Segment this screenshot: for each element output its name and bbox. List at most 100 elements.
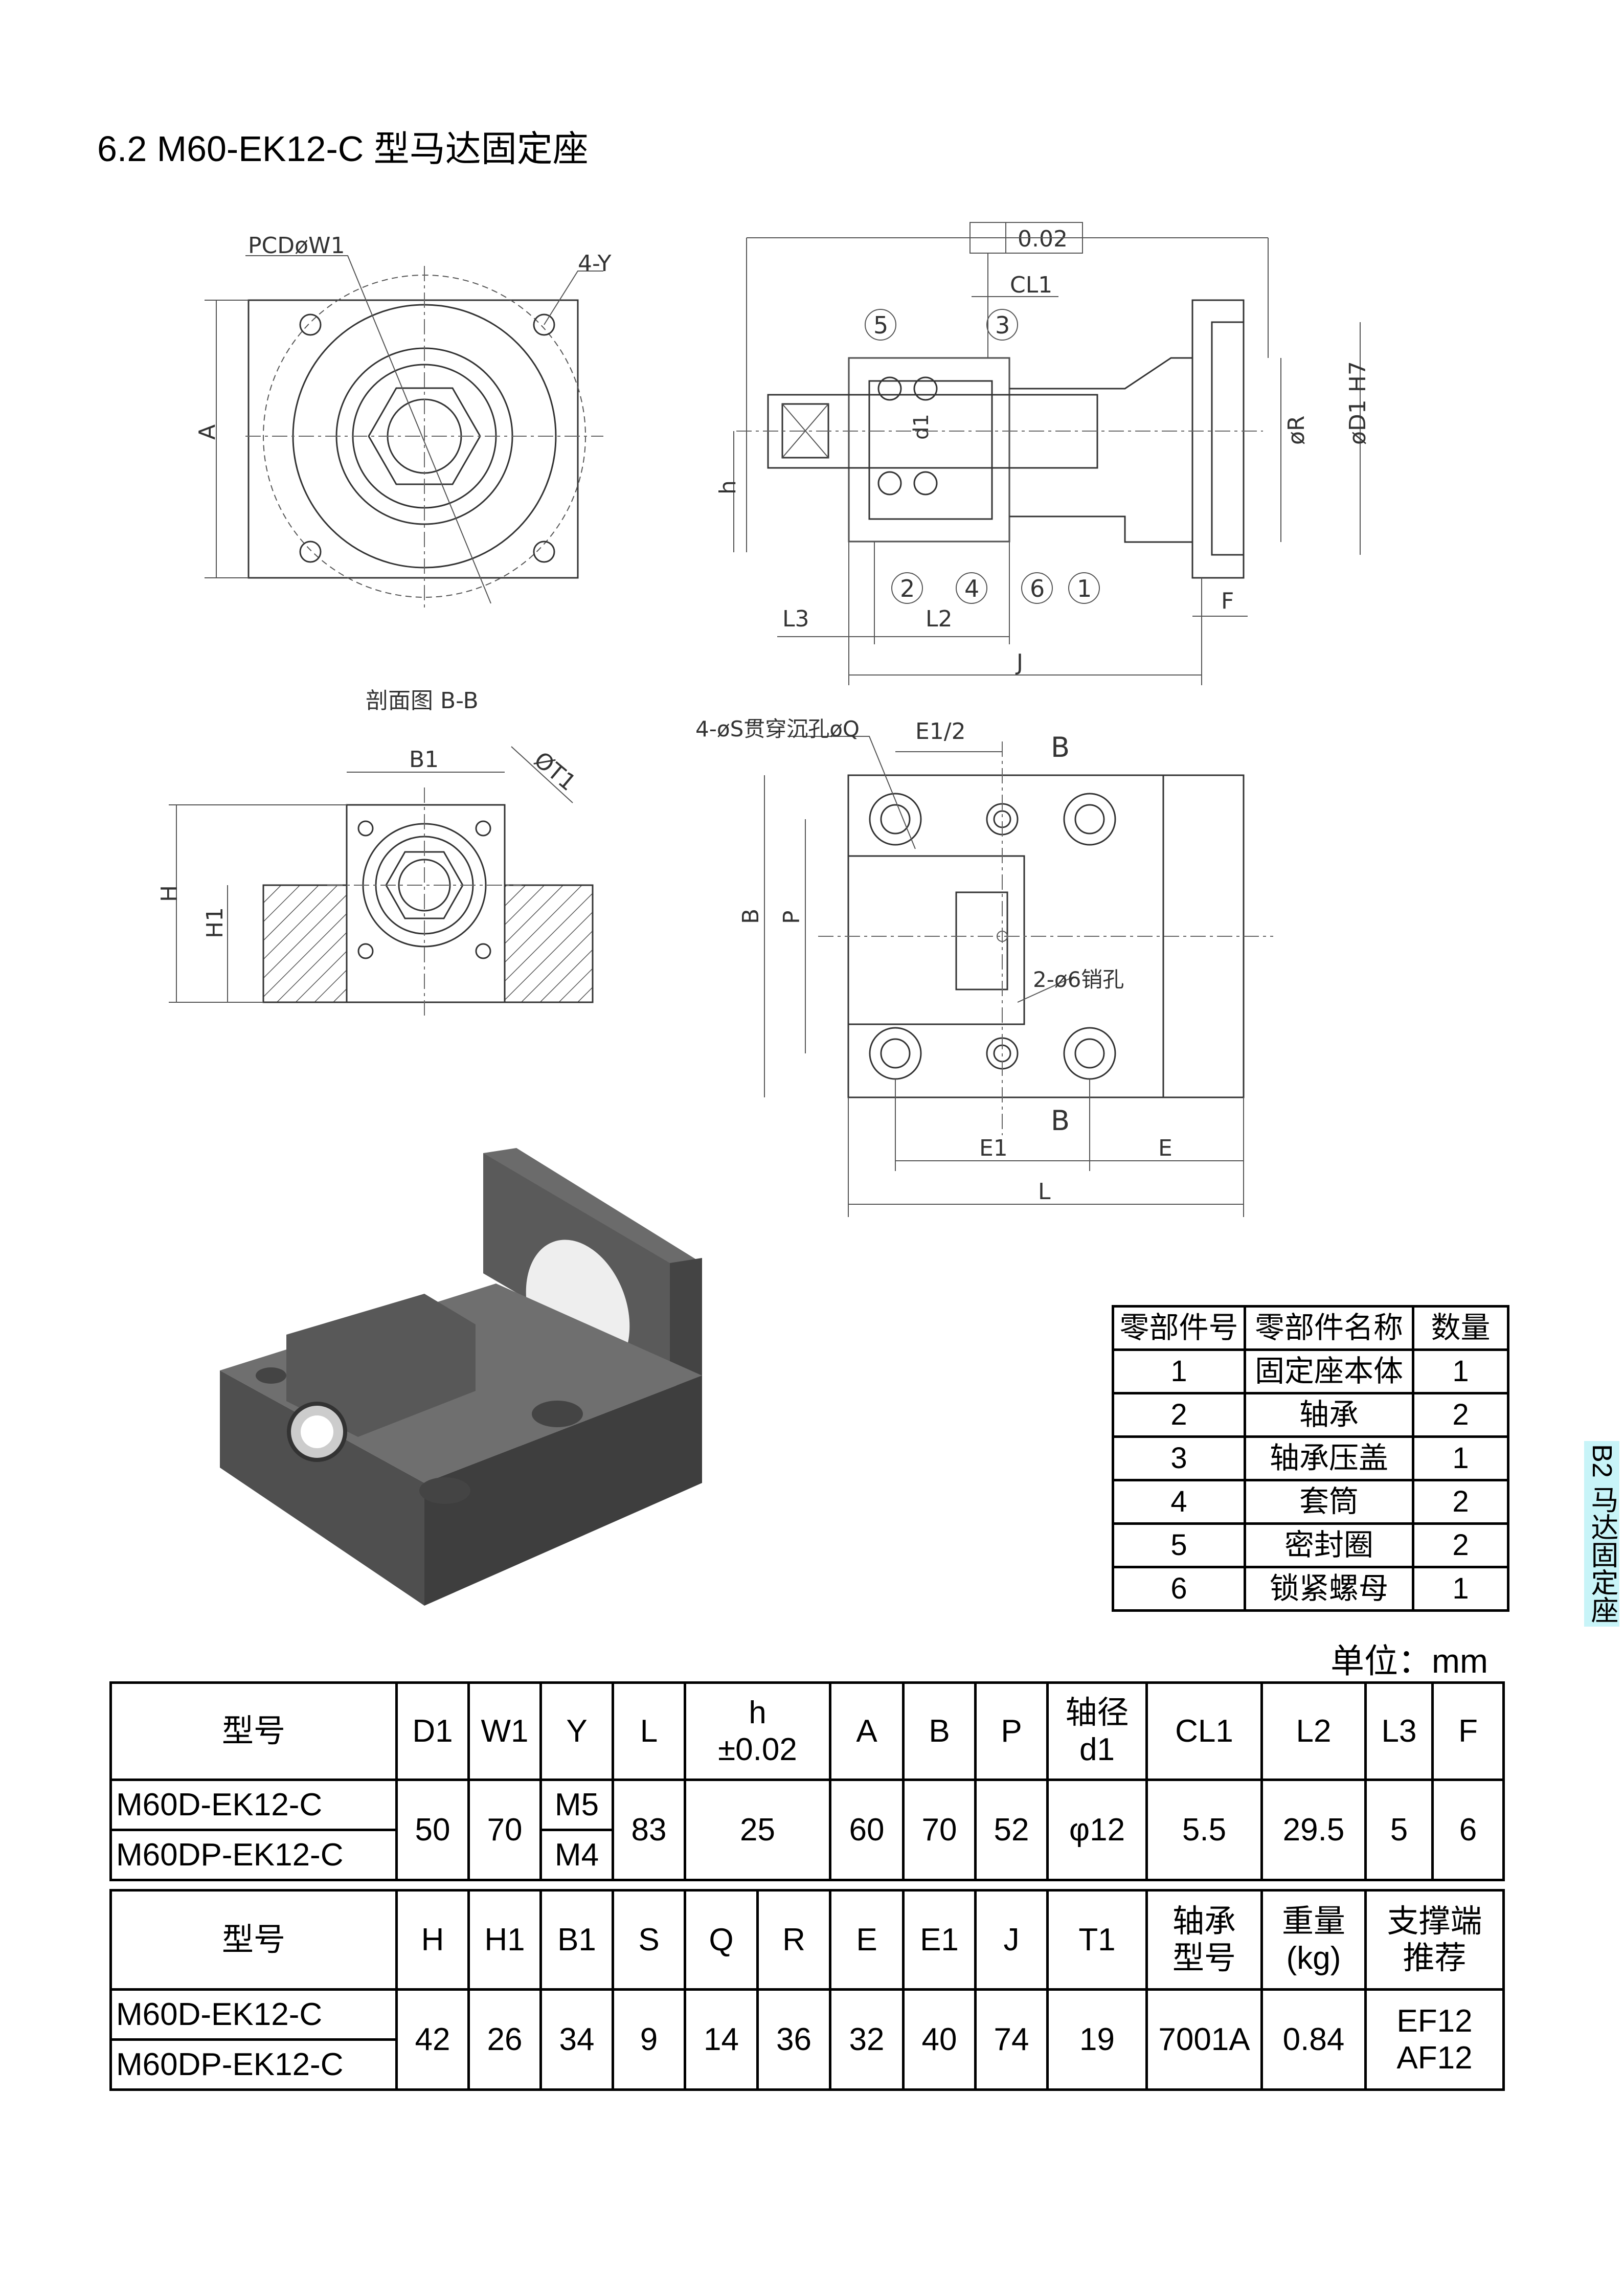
header-h1: H1 — [467, 1889, 542, 1991]
y-value: M4 — [539, 1829, 614, 1881]
part-name: 密封圈 — [1244, 1522, 1414, 1568]
header-support-l2: 推荐 — [1403, 1940, 1467, 1976]
flatness-value: 0.02 — [1018, 226, 1068, 252]
d1-shaft-value: φ12 — [1046, 1779, 1148, 1881]
section-mark-top: B — [1051, 731, 1070, 763]
header-d1: D1 — [395, 1681, 470, 1781]
model-name: M60D-EK12-C — [109, 1988, 398, 2041]
part-qty: 2 — [1412, 1392, 1509, 1438]
header-bearing: 轴承型号 — [1145, 1889, 1263, 1991]
section-bb-drawing: 剖面图 B-B B1 ØT1 H H1 — [156, 688, 594, 1018]
header-t1: T1 — [1046, 1889, 1148, 1991]
callout-2: 2 — [900, 575, 915, 602]
part-qty: 1 — [1412, 1566, 1509, 1612]
l-label: L — [1038, 1179, 1051, 1205]
h1-label: H1 — [202, 907, 228, 938]
section-mark-bottom: B — [1051, 1105, 1070, 1137]
e1-label: E1 — [979, 1135, 1008, 1161]
callout-1: 1 — [1077, 575, 1092, 602]
table-header-row: 型号 H H1 B1 S Q R E E1 J T1 轴承型号 重量(kg) 支… — [109, 1889, 1505, 1991]
part-name: 锁紧螺母 — [1244, 1566, 1414, 1612]
r-value: 36 — [756, 1988, 831, 2091]
e1-half-label: E1/2 — [915, 718, 966, 745]
header-s: S — [612, 1889, 686, 1991]
header-q: Q — [684, 1889, 759, 1991]
b1-label: B1 — [409, 747, 439, 773]
h-value: 42 — [395, 1988, 470, 2091]
header-e1: E1 — [902, 1889, 977, 1991]
b-value: 70 — [902, 1779, 977, 1881]
header-h-tolerance: ±0.02 — [718, 1731, 797, 1767]
support-value-2: AF12 — [1396, 2040, 1473, 2076]
h-value: 25 — [684, 1779, 831, 1881]
h1-value: 26 — [467, 1988, 542, 2091]
h-label: h — [715, 480, 741, 494]
part-name: 轴承 — [1244, 1392, 1414, 1438]
table-row: M60DP-EK12-C M4 — [109, 1829, 1504, 1881]
p-value: 52 — [974, 1779, 1049, 1881]
t1-value: 19 — [1046, 1988, 1148, 2091]
callout-5: 5 — [873, 311, 888, 339]
part-name: 轴承压盖 — [1244, 1435, 1414, 1481]
header-part-no: 零部件号 — [1112, 1305, 1246, 1351]
bearing-value: 7001A — [1145, 1988, 1263, 2091]
part-qty: 2 — [1412, 1479, 1509, 1525]
e-label: E — [1158, 1135, 1172, 1161]
header-a: A — [829, 1681, 905, 1781]
l3-label: L3 — [782, 606, 809, 632]
table-row: M60D-EK12-C 42 26 34 9 14 36 32 40 74 19… — [109, 1988, 1505, 2091]
part-no: 1 — [1112, 1348, 1246, 1394]
header-weight-l1: 重量 — [1281, 1904, 1345, 1940]
header-l3: L3 — [1364, 1681, 1434, 1781]
j-label: J — [1015, 649, 1023, 676]
part-name: 套筒 — [1244, 1479, 1414, 1525]
part-no: 6 — [1112, 1566, 1246, 1612]
a-value: 60 — [829, 1779, 905, 1881]
l2-label: L2 — [926, 606, 953, 632]
product-3d-render — [220, 1148, 702, 1606]
d1h7-label: øD1 H7 — [1345, 361, 1371, 445]
technical-drawings: PCDøW1 4-Y A 0.02 CL1 øR øD1 H7 d1 h 5 3… — [156, 222, 1371, 1606]
callout-4: 4 — [964, 575, 979, 602]
section-label: 剖面图 B-B — [366, 688, 479, 714]
l2-value: 29.5 — [1260, 1779, 1367, 1881]
w1-value: 70 — [467, 1779, 542, 1881]
cl1-value: 5.5 — [1145, 1779, 1263, 1881]
part-no: 3 — [1112, 1435, 1246, 1481]
r-label: øR — [1283, 416, 1310, 445]
e1-value: 40 — [902, 1988, 977, 2091]
part-no: 5 — [1112, 1522, 1246, 1568]
top-view-drawing: 4-øS贯穿沉孔øQ E1/2 B B B P 2-ø6销孔 E1 E L — [695, 716, 1273, 1217]
header-r: R — [756, 1889, 831, 1991]
page-title: 6.2 M60-EK12-C 型马达固定座 — [97, 129, 589, 169]
l-value: 83 — [612, 1779, 686, 1881]
p-label: P — [779, 910, 805, 924]
j-value: 74 — [974, 1988, 1049, 2091]
model-name: M60DP-EK12-C — [109, 1829, 398, 1881]
section-side-tab[interactable]: B2 马达固定座 — [1584, 1441, 1619, 1627]
callout-3: 3 — [995, 311, 1010, 339]
header-bearing-l2: 型号 — [1172, 1940, 1236, 1976]
header-p: P — [974, 1681, 1049, 1781]
header-w1: W1 — [467, 1681, 542, 1781]
cl1-label: CL1 — [1010, 272, 1052, 298]
header-l: L — [612, 1681, 686, 1781]
table-header-row: 零部件号 零部件名称 数量 — [1112, 1305, 1509, 1351]
header-h: h±0.02 — [684, 1681, 831, 1781]
d1-value: 50 — [395, 1779, 470, 1881]
front-view-drawing: PCDøW1 4-Y A — [194, 233, 612, 609]
l3-value: 5 — [1364, 1779, 1434, 1881]
side-section-drawing: 0.02 CL1 øR øD1 H7 d1 h 5 3 2 4 6 1 L3 L… — [715, 222, 1371, 685]
y-label: 4-Y — [578, 251, 612, 277]
header-h: H — [395, 1889, 470, 1991]
f-value: 6 — [1431, 1779, 1505, 1881]
